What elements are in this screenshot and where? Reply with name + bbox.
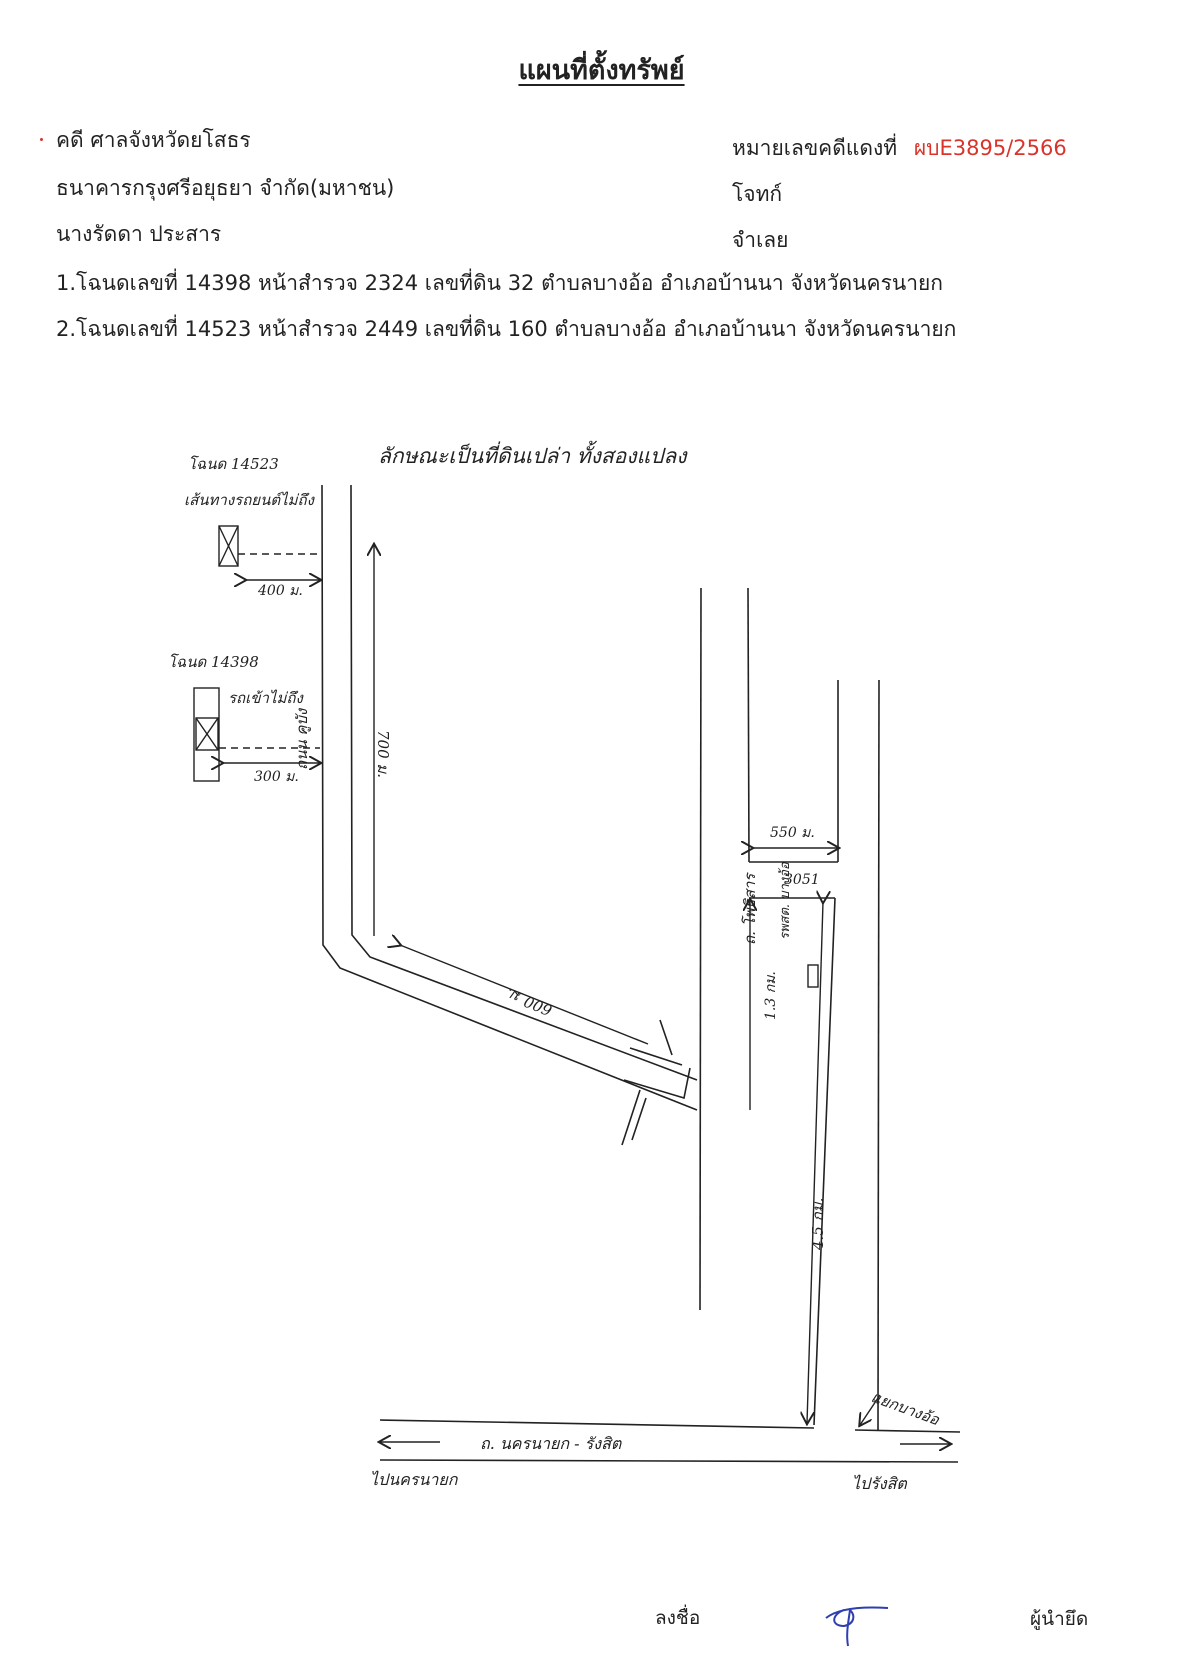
case-label: หมายเลขคดีแดงที่ ผบE3895/2566 xyxy=(732,136,1067,160)
sign-label: ลงชื่อ xyxy=(655,1607,701,1629)
seizer-label: ผู้นำยึด xyxy=(1030,1608,1089,1630)
parcel-1-sub: เส้นทางรถยนต์ไม่ถึง xyxy=(184,491,314,509)
defendant-role: จำเลย xyxy=(732,228,789,252)
plaintiff-name: ธนาคารกรุงศรีอยุธยา จำกัด(มหาชน) xyxy=(56,176,395,200)
map-note: ลักษณะเป็นที่ดินเปล่า ทั้งสองแปลง xyxy=(378,444,687,468)
plaintiff-role: โจทก์ xyxy=(732,182,783,206)
dimension-arrows xyxy=(374,545,950,1444)
mark-dot xyxy=(40,138,43,141)
road-lines xyxy=(321,484,961,1463)
dist-700: 700 ม. xyxy=(374,730,392,779)
deed-line-1: 1.โฉนดเลขที่ 14398 หน้าสำรวจ 2324 เลขที่… xyxy=(56,271,944,295)
dist-1-3km: 1.3 กม. xyxy=(763,971,779,1020)
parcel-1-label: โฉนด 14523 xyxy=(188,455,279,473)
to-left-label: ไปนครนายก xyxy=(370,1470,458,1489)
defendant-name: นางรัดดา ประสาร xyxy=(56,222,222,246)
parcel-2-label: โฉนด 14398 xyxy=(168,653,259,671)
case-number: ผบE3895/2566 xyxy=(913,136,1067,160)
parcel-1-distance: 400 ม. xyxy=(258,583,303,599)
court-line: คดี ศาลจังหวัดยโสธร xyxy=(56,128,251,152)
to-right-label: ไปรังสิต xyxy=(852,1474,907,1493)
deed-line-2: 2.โฉนดเลขที่ 14523 หน้าสำรวจ 2449 เลขที่… xyxy=(56,317,957,341)
dist-550: 550 ม. xyxy=(770,825,815,841)
signature xyxy=(825,1606,889,1647)
dist-4-5km: 4.5 กม. xyxy=(809,1197,827,1250)
main-road-label: ถ. นครนายก - รังสิต xyxy=(480,1434,622,1453)
parcel-2-distance: 300 ม. xyxy=(254,769,299,785)
page-title: แผนที่ตั้งทรัพย์ xyxy=(518,55,685,86)
parcel-2 xyxy=(193,687,320,782)
school-label: รพสต. บางอ้อ xyxy=(778,862,793,940)
parcel-1 xyxy=(218,525,320,580)
road-label-kuksung: ถนน คูบัง xyxy=(293,708,311,770)
road-label-potisan: ถ. โพธิสาร xyxy=(741,873,759,945)
parcel-2-sub: รถเข้าไม่ถึง xyxy=(228,689,303,707)
road-label-3051: 3051 xyxy=(784,872,820,888)
